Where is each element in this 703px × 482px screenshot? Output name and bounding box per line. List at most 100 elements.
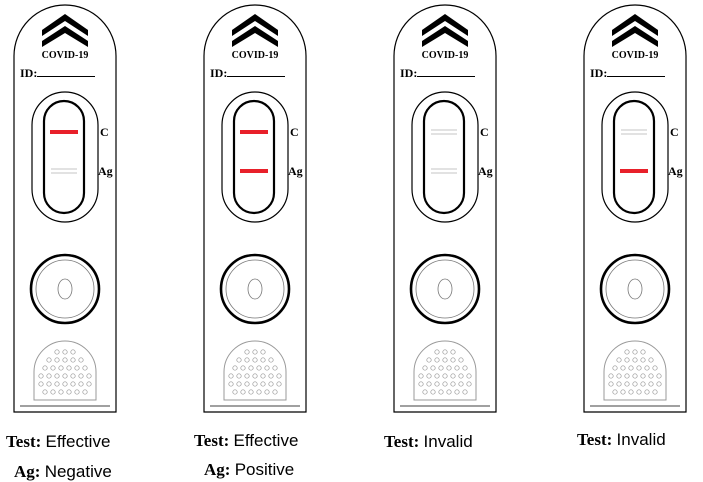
- grip-dot: [426, 381, 432, 387]
- grip-dot: [46, 373, 52, 379]
- sample-well: [599, 253, 671, 325]
- grip-dot: [78, 357, 84, 363]
- grip-dot: [422, 365, 428, 371]
- result-window: [422, 99, 466, 215]
- grip-dot: [446, 365, 452, 371]
- sample-well: [409, 253, 481, 325]
- control-band: [240, 130, 268, 134]
- sample-well-inner: [605, 259, 665, 319]
- grip-dot: [608, 381, 614, 387]
- grip-dot: [54, 357, 60, 363]
- grip-dot: [632, 373, 638, 379]
- grip-dot: [260, 381, 266, 387]
- antigen-line-label: Ag: [98, 164, 113, 178]
- result-window: [232, 99, 276, 215]
- grip-dot: [244, 381, 250, 387]
- result-window: [612, 99, 656, 215]
- result-test-3: Test: Invalid: [384, 432, 473, 451]
- cassette-body: [393, 4, 497, 413]
- grip-dot: [652, 389, 658, 395]
- grip-dot: [454, 389, 460, 395]
- grip-dot: [616, 357, 622, 363]
- id-label: ID:: [400, 66, 476, 81]
- grip-dot: [50, 365, 56, 371]
- sample-well-inner: [415, 259, 475, 319]
- grip-dot: [620, 365, 626, 371]
- grip-dot: [66, 389, 72, 395]
- grip-dot: [272, 389, 278, 395]
- grip-dot: [58, 365, 64, 371]
- grip-dot: [458, 373, 464, 379]
- cassette-brand: COVID-19: [611, 50, 659, 61]
- grip-dot: [252, 381, 258, 387]
- grip-dot: [656, 381, 662, 387]
- grip-dot: [438, 389, 444, 395]
- result-window-frame: [221, 91, 289, 223]
- grip-dot: [450, 373, 456, 379]
- grip-dot: [70, 373, 76, 379]
- sample-hole: [57, 278, 73, 300]
- grip-dot: [426, 357, 432, 363]
- grip-dot: [268, 373, 274, 379]
- grip-dot: [430, 389, 436, 395]
- grip-dot: [70, 357, 76, 363]
- grip-dot: [42, 365, 48, 371]
- result-window: [42, 99, 86, 215]
- grip-dot: [636, 389, 642, 395]
- grip-dot: [624, 381, 630, 387]
- result-window-frame: [411, 91, 479, 223]
- grip-dot: [236, 373, 242, 379]
- grip-dot: [54, 349, 60, 355]
- grip-dot: [652, 365, 658, 371]
- grip-dot: [70, 349, 76, 355]
- grip-dot: [228, 373, 234, 379]
- grip-dot: [66, 365, 72, 371]
- grip-dot: [458, 381, 464, 387]
- cassette-brand: COVID-19: [421, 50, 469, 61]
- grip-dot: [648, 357, 654, 363]
- grip-dot: [236, 357, 242, 363]
- grip-dot: [244, 357, 250, 363]
- grip-dot: [422, 389, 428, 395]
- grip-dot: [236, 381, 242, 387]
- grip-dot: [640, 381, 646, 387]
- result-test-1: Test: Effective: [6, 432, 111, 451]
- grip-dot: [252, 349, 258, 355]
- grip-dot: [620, 389, 626, 395]
- chevron-up-icon: [422, 14, 468, 36]
- grip-dot: [632, 357, 638, 363]
- grip-dot: [256, 389, 262, 395]
- antigen-line-label: Ag: [288, 164, 303, 178]
- grip-dot: [276, 373, 282, 379]
- control-line-label: C: [670, 125, 679, 139]
- id-label: ID:: [590, 66, 666, 81]
- grip-dot: [644, 389, 650, 395]
- grip-dot: [232, 365, 238, 371]
- test-cassette-1: COVID-19 ID: C Ag: [8, 0, 122, 420]
- result-ag-2: Ag: Positive: [204, 460, 295, 479]
- cassette-body: [203, 4, 307, 413]
- grip-dot: [82, 365, 88, 371]
- sample-hole: [437, 278, 453, 300]
- cassette-drawing: [583, 4, 687, 413]
- grip-dot: [260, 373, 266, 379]
- chevron-up-icon: [232, 14, 278, 36]
- grip-dot: [244, 373, 250, 379]
- id-label: ID:: [20, 66, 96, 81]
- test-cassette-3: COVID-19 ID: C Ag: [388, 0, 502, 420]
- grip-dot: [78, 381, 84, 387]
- grip-dot: [450, 357, 456, 363]
- grip-dot: [438, 365, 444, 371]
- test-cassette-4: COVID-19 ID: C Ag: [578, 0, 692, 420]
- grip-dot: [232, 389, 238, 395]
- grip-area: [33, 340, 97, 401]
- grip-dot: [54, 373, 60, 379]
- grip-dot: [70, 381, 76, 387]
- grip-dot: [434, 349, 440, 355]
- grip-dot: [442, 357, 448, 363]
- cassette-drawing: [393, 4, 497, 413]
- chevron-up-icon: [422, 26, 468, 47]
- grip-dot: [272, 365, 278, 371]
- grip-dot: [276, 381, 282, 387]
- grip-dot: [264, 365, 270, 371]
